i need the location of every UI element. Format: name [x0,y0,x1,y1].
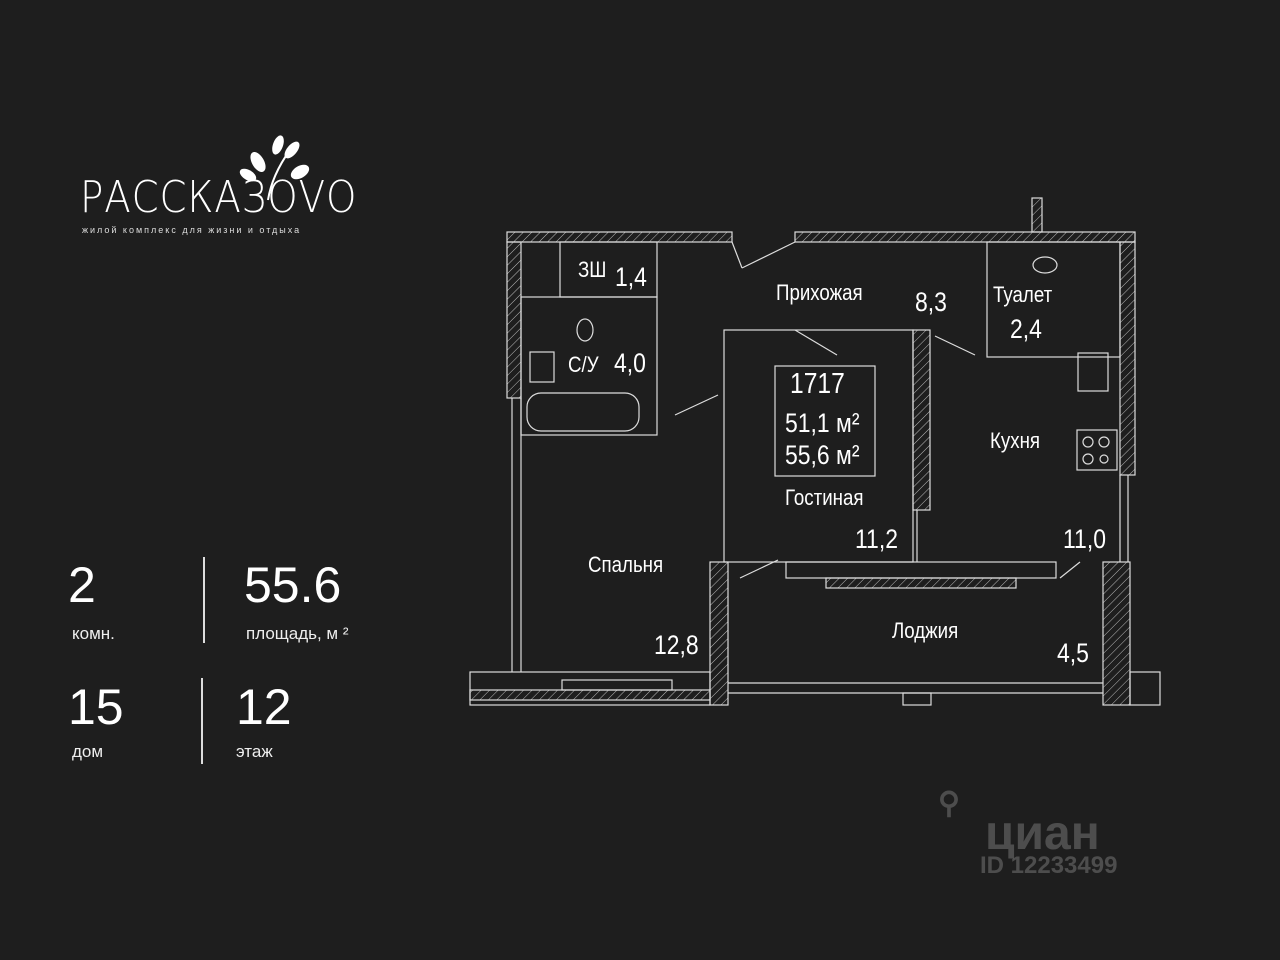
brand-logo: РАССКАЗОVО [80,172,358,223]
room-area: 2,4 [1010,314,1042,344]
room-name: Лоджия [892,618,959,643]
wall [794,231,1136,243]
room-area: 1,4 [615,262,647,292]
room-name: Гостиная [785,485,864,510]
room-name: Кухня [990,428,1041,453]
room-area: 8,3 [915,287,947,317]
apartment-info-box [774,365,876,477]
stove [1076,429,1118,471]
floor-number: 12 [236,679,292,735]
divider [203,557,205,643]
toilet-room [986,241,1121,358]
room-area: 4,5 [1057,638,1089,668]
rooms-label: комн. [72,624,115,643]
room-name: Спальня [588,552,664,577]
wall [1031,197,1043,233]
room-area: 11,2 [855,524,898,554]
building-label: дом [72,742,104,761]
watermark-brand: циан [985,807,1100,860]
brand-tagline: жилой комплекс для жизни и отдыха [82,225,302,235]
kitchen-sink [1077,352,1109,392]
room-name: Туалет [993,282,1053,307]
bathroom [520,296,658,436]
area-label: площадь, м ² [246,624,349,643]
room-area: 11,0 [1063,524,1106,554]
apartment-number: 1717 [790,368,845,400]
room-area: 4,0 [614,348,646,378]
room-name: ЗШ [578,257,607,282]
building-number: 15 [68,679,124,735]
divider [201,678,203,764]
room-area: 12,8 [654,630,699,660]
toilet [576,318,594,342]
watermark-id: ID 12233499 [980,852,1118,879]
wall [506,231,733,243]
living-area: 51,1 м² [785,408,860,438]
location-pin-icon: ⚲ [938,787,960,820]
room-name: Прихожая [776,280,863,305]
wall [1119,241,1136,476]
bathtub [526,392,640,432]
wall [506,241,522,399]
room-name: С/У [568,352,599,377]
total-area: 55,6 м² [785,440,860,470]
sink [529,351,555,383]
rooms-count: 2 [68,557,96,613]
floor-label: этаж [236,742,273,761]
area-value: 55.6 [244,557,342,613]
